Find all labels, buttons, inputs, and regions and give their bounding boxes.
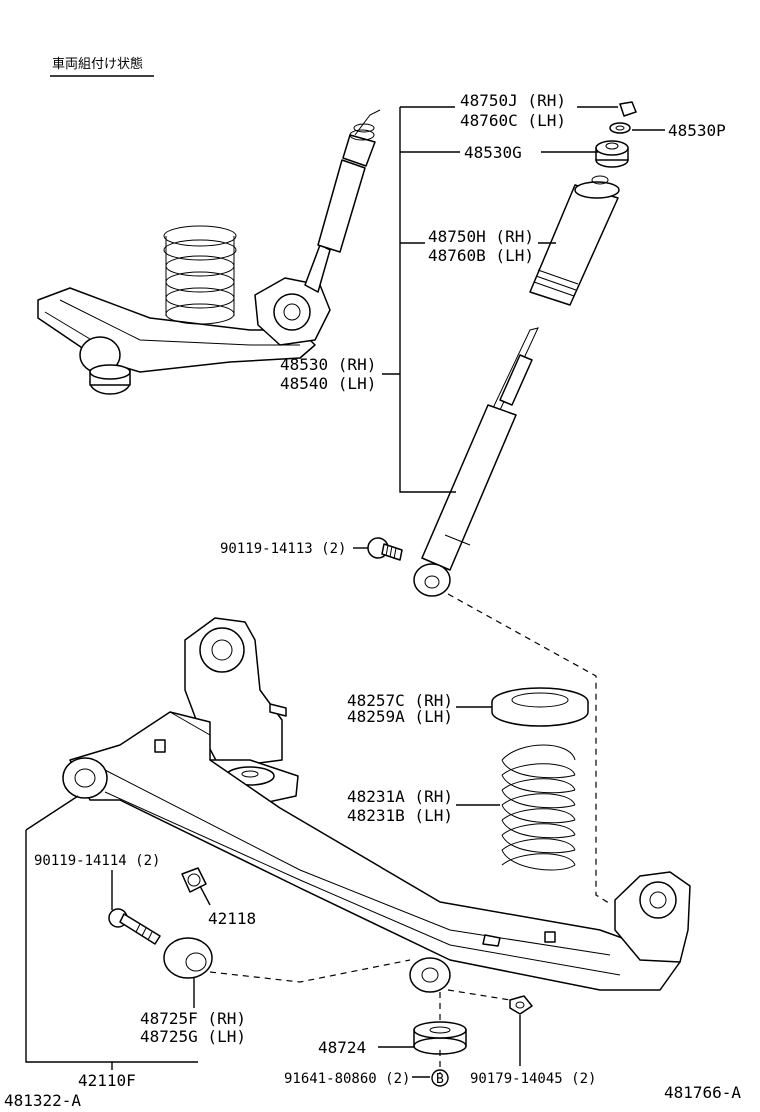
label-48750H: 48750H (RH) bbox=[428, 227, 534, 246]
washer-48530P-illustration bbox=[609, 122, 631, 134]
label-90179-14045: 90179-14045 (2) bbox=[470, 1071, 596, 1087]
coil-spring-48231A-illustration bbox=[501, 744, 576, 871]
label-48725G: 48725G (LH) bbox=[140, 1027, 246, 1046]
nut-48750J-illustration bbox=[619, 101, 637, 117]
bolt-90119-14114-illustration bbox=[108, 908, 161, 945]
leader-lines bbox=[25, 106, 665, 1078]
dust-cover-48750H-illustration bbox=[529, 175, 620, 306]
label-48530P: 48530P bbox=[668, 121, 726, 140]
bolt-90119-14113-illustration bbox=[367, 537, 403, 561]
label-48750J: 48750J (RH) bbox=[460, 91, 566, 110]
dashed-line-bushing-to-beam bbox=[209, 959, 411, 983]
axle-beam-42110F-illustration bbox=[62, 617, 691, 993]
label-90119-14114: 90119-14114 (2) bbox=[34, 853, 160, 869]
spring-seat-48257C-illustration bbox=[491, 687, 589, 727]
label-48530: 48530 (RH) bbox=[280, 355, 376, 374]
dashed-line-shock-to-beam bbox=[447, 593, 613, 906]
ref-circle-b bbox=[431, 1069, 449, 1087]
label-42110F: 42110F bbox=[78, 1071, 136, 1090]
shock-absorber-48530-illustration bbox=[413, 327, 539, 597]
ref-circle-b-text: B bbox=[436, 1072, 444, 1087]
nut-90179-14045-illustration bbox=[509, 995, 533, 1015]
label-48540: 48540 (LH) bbox=[280, 374, 376, 393]
label-48231B: 48231B (LH) bbox=[347, 806, 453, 825]
label-42118: 42118 bbox=[208, 909, 256, 928]
dashed-line-bracket-to-nut bbox=[447, 989, 511, 1001]
label-48231A: 48231A (RH) bbox=[347, 787, 453, 806]
bushing-42118-illustration bbox=[181, 867, 207, 893]
label-48257C: 48257C (RH) bbox=[347, 691, 453, 710]
bushing-48724-illustration bbox=[413, 1021, 467, 1055]
support-48530G-illustration bbox=[595, 140, 629, 168]
label-91641-80860: 91641-80860 (2) bbox=[284, 1071, 410, 1087]
diagram-id-right: 481766-A bbox=[664, 1083, 741, 1102]
label-48530G: 48530G bbox=[464, 143, 522, 162]
bushing-48725F-illustration bbox=[163, 937, 213, 979]
assembled-inset-illustration bbox=[37, 109, 381, 395]
label-48760C: 48760C (LH) bbox=[460, 111, 566, 130]
label-48760B: 48760B (LH) bbox=[428, 246, 534, 265]
label-48259A: 48259A (LH) bbox=[347, 707, 453, 726]
label-90119-14113: 90119-14113 (2) bbox=[220, 541, 346, 557]
diagram-id-left: 481322-A bbox=[4, 1091, 81, 1110]
label-48725F: 48725F (RH) bbox=[140, 1009, 246, 1028]
heading-text: 車両組付け状態 bbox=[52, 56, 143, 72]
label-48724: 48724 bbox=[318, 1038, 366, 1057]
